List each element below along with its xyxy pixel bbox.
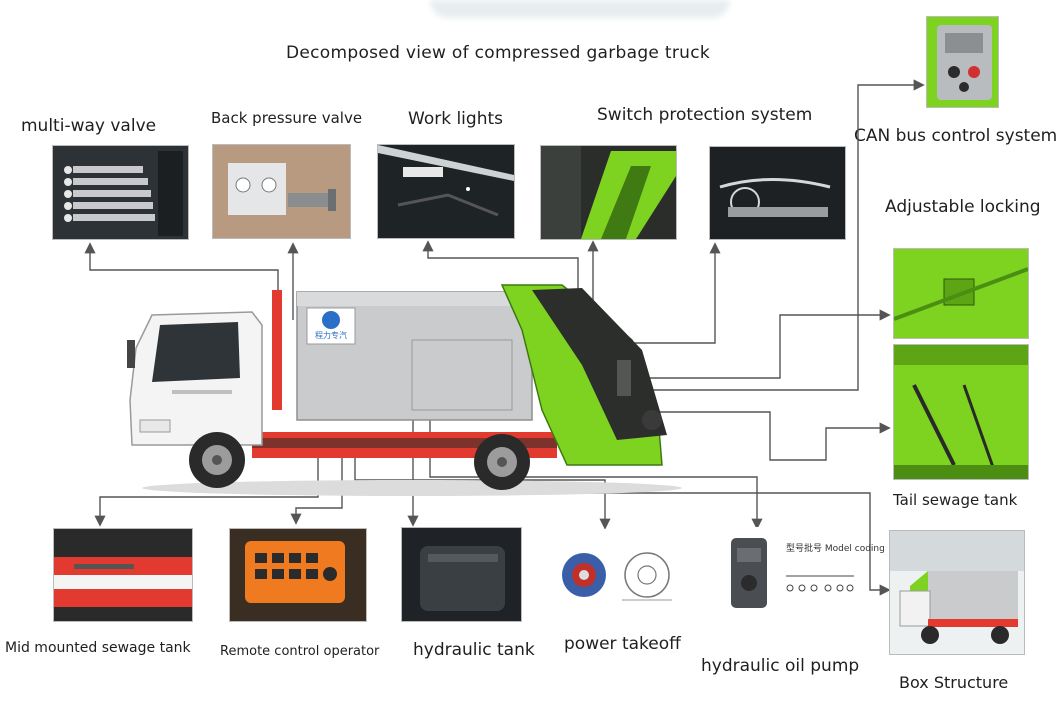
photo-can-bus-control bbox=[926, 16, 999, 108]
truck-logo-text: 程力专汽 bbox=[315, 330, 347, 340]
label-box-structure: Box Structure bbox=[899, 673, 1009, 692]
photo-hydraulic-oil-pump bbox=[722, 527, 778, 621]
photo-switch-protection-1 bbox=[540, 145, 677, 240]
photo-multi-way-valve bbox=[52, 145, 189, 240]
pump-spec-diagram bbox=[786, 575, 854, 592]
photo-work-lights bbox=[377, 144, 515, 239]
diagram-title: Decomposed view of compressed garbage tr… bbox=[286, 43, 711, 63]
label-switch-protection-system: Switch protection system bbox=[597, 105, 813, 125]
label-work-lights: Work lights bbox=[408, 109, 503, 129]
photo-mid-mounted-sewage-tank bbox=[53, 528, 193, 622]
label-mid-mounted-sewage-tank: Mid mounted sewage tank bbox=[5, 640, 191, 656]
photo-switch-protection-2 bbox=[709, 146, 846, 240]
photo-remote-control-operator bbox=[229, 528, 367, 622]
label-can-bus-control-system: CAN bus control system bbox=[854, 126, 1058, 146]
pump-spec-caption: 型号批号 Model coding bbox=[786, 544, 885, 554]
photo-back-pressure-valve bbox=[212, 144, 351, 239]
label-tail-sewage-tank: Tail sewage tank bbox=[893, 491, 1018, 509]
top-sky-fragment bbox=[430, 0, 730, 18]
garbage-truck-illustration: 程力专汽 bbox=[127, 284, 682, 496]
photo-tail-sewage-tank bbox=[893, 344, 1029, 480]
label-hydraulic-tank: hydraulic tank bbox=[413, 640, 535, 660]
label-multi-way-valve: multi-way valve bbox=[21, 116, 157, 136]
label-remote-control-operator: Remote control operator bbox=[220, 644, 380, 659]
photo-adjustable-locking bbox=[893, 248, 1029, 339]
photo-box-structure bbox=[889, 530, 1025, 655]
label-power-takeoff: power takeoff bbox=[564, 634, 681, 654]
label-adjustable-locking: Adjustable locking bbox=[885, 197, 1041, 217]
label-back-pressure-valve: Back pressure valve bbox=[211, 109, 363, 127]
label-hydraulic-oil-pump: hydraulic oil pump bbox=[701, 656, 860, 676]
photo-hydraulic-tank bbox=[401, 527, 522, 622]
photo-power-takeoff bbox=[551, 529, 679, 622]
